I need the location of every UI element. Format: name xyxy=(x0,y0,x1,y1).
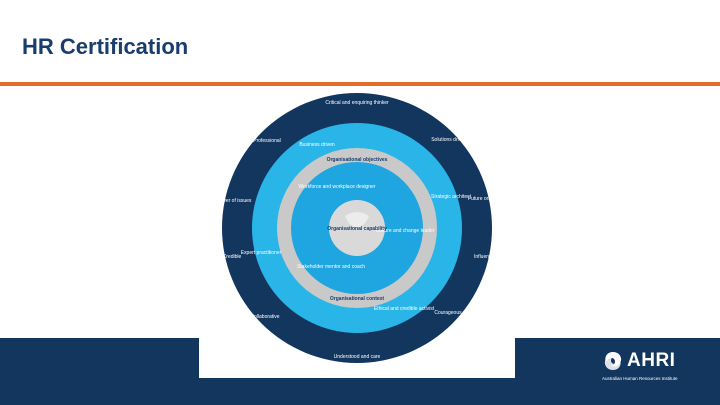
inner-label-stakeholder-mentor: Stakeholder mentor and coach xyxy=(297,264,365,270)
middle-label-expert-practitioner: Expert practitioner xyxy=(241,250,282,256)
outer-label-future-oriented: Future oriented xyxy=(468,196,502,202)
outer-label-professional: Professional xyxy=(253,138,281,144)
outer-label-credible: Credible xyxy=(223,254,242,260)
core-label-organisational-capability: Organisational capability xyxy=(327,226,387,232)
outer-label-solutions-driven: Solutions driven xyxy=(431,137,467,143)
outer-label-courageous: Courageous xyxy=(434,310,462,316)
ahri-swirl-icon xyxy=(604,352,622,370)
outer-label-collaborative: Collaborative xyxy=(250,314,279,320)
outer-label-understood-and-care: Understood and care xyxy=(334,354,381,360)
outer-label-resolver-of-issues: Resolver of issues xyxy=(211,198,252,204)
gray-label-organisational-objectives: Organisational objectives xyxy=(327,157,388,163)
capability-rings: Critical and enquiring thinker Solutions… xyxy=(211,93,502,363)
ahri-subtitle: Australian Human Resources Institute xyxy=(602,376,678,381)
middle-label-strategic-architect: Strategic architect xyxy=(431,194,472,200)
gray-label-organisational-context: Organisational context xyxy=(330,296,385,302)
outer-label-influencer: Influencer xyxy=(474,254,496,260)
slide-title: HR Certification xyxy=(22,34,189,59)
hr-capability-model-diagram: Critical and enquiring thinker Solutions… xyxy=(199,92,515,378)
outer-label-critical-thinker: Critical and enquiring thinker xyxy=(325,100,389,106)
title-divider xyxy=(0,82,720,86)
ahri-logo: AHRI Australian Human Resources Institut… xyxy=(602,348,712,388)
ahri-wordmark: AHRI xyxy=(627,350,676,371)
middle-label-business-driven: Business driven xyxy=(299,142,335,148)
swirl-watermark-icon xyxy=(345,212,369,228)
inner-label-workforce-designer: Workforce and workplace designer xyxy=(299,184,376,190)
inner-label-culture-change-leader: Culture and change leader xyxy=(376,228,435,234)
middle-label-ethical-activist: Ethical and credible activist xyxy=(374,306,435,312)
